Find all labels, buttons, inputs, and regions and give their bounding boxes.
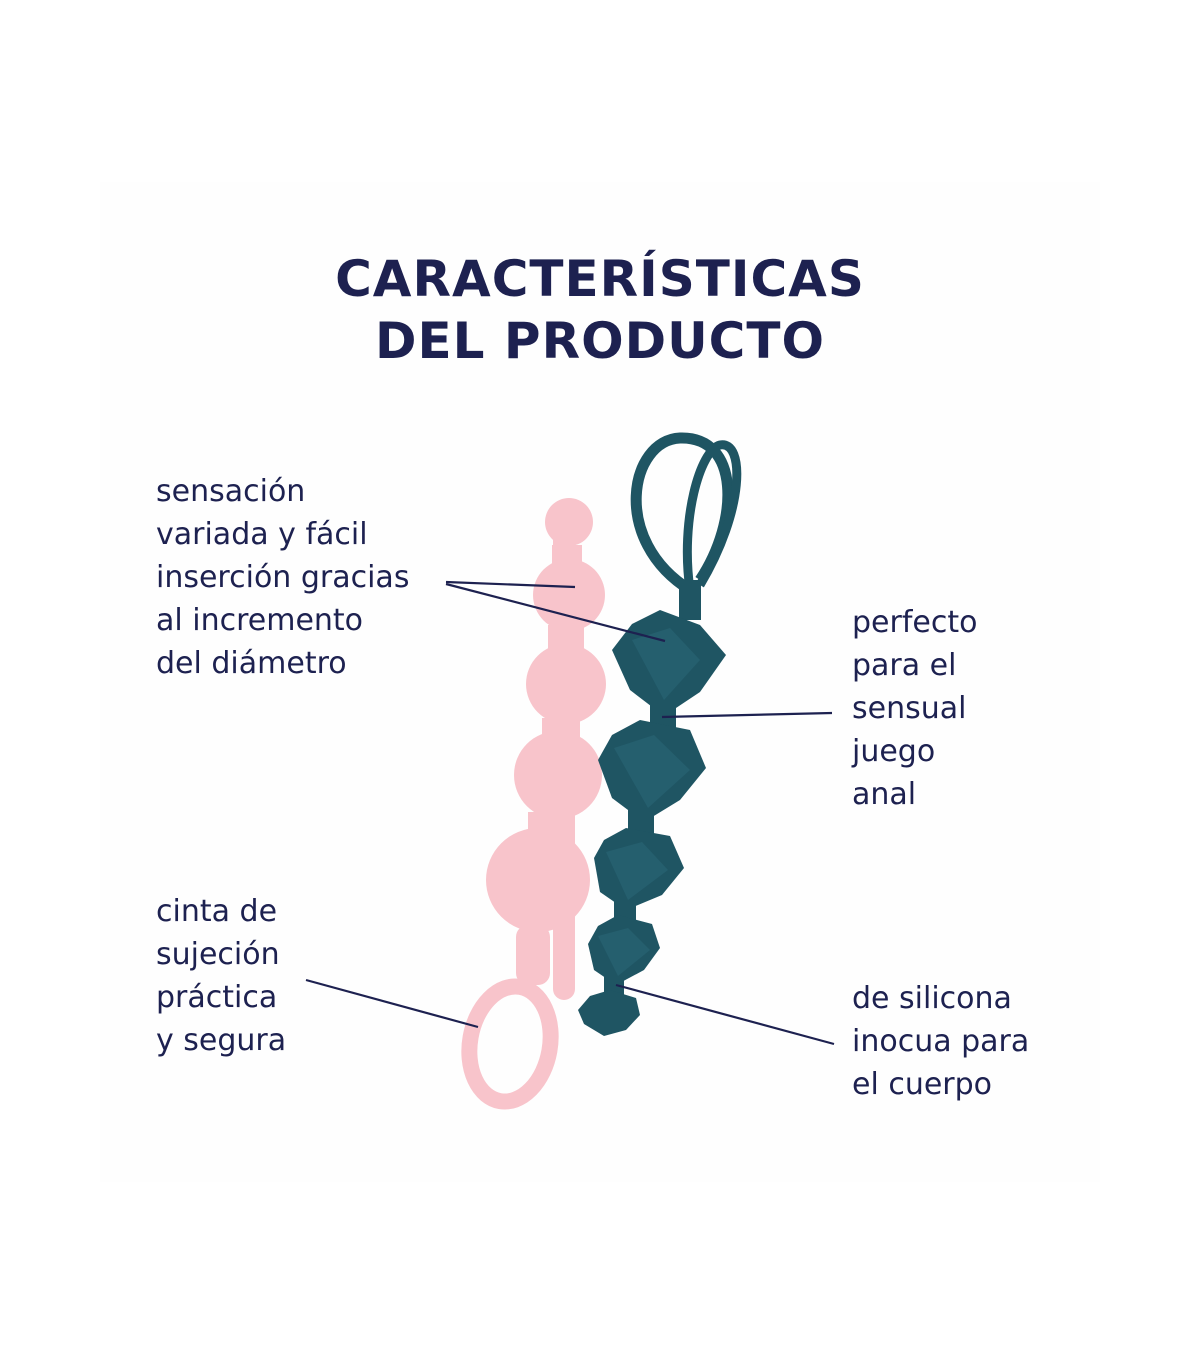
leader-line-insercion-pink: [445, 580, 576, 589]
title-line-2: DEL PRODUCTO: [375, 312, 825, 370]
teal-anal-beads: [578, 432, 742, 1036]
callout-cinta-sujecion: cinta de sujeción práctica y segura: [156, 894, 287, 1058]
callout-silicona: de silicona inocua para el cuerpo: [852, 981, 1030, 1102]
callout-juego-anal: perfecto para el sensual juego anal: [852, 605, 978, 812]
leader-lines: [305, 580, 835, 1046]
leader-line-silicona: [615, 983, 835, 1046]
pink-anal-beads: [461, 498, 606, 1110]
callout-insercion: sensación variada y fácil inserción grac…: [156, 474, 410, 681]
leader-line-juego: [661, 711, 833, 719]
title-line-1: CARACTERÍSTICAS: [335, 250, 865, 308]
leader-line-insercion-teal: [445, 582, 666, 643]
leader-line-cinta: [305, 978, 479, 1029]
